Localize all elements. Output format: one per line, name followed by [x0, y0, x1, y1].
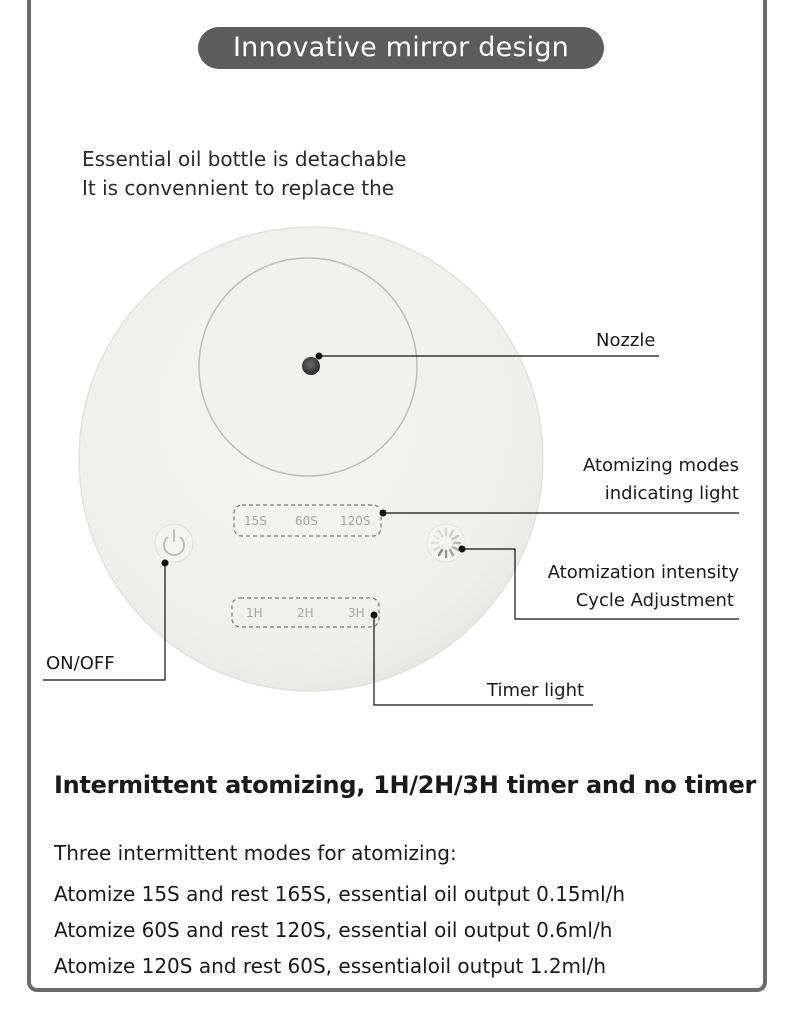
intensity-callout-line	[462, 548, 739, 620]
description-mode-1: Atomize 15S and rest 165S, essential oil…	[54, 882, 626, 906]
onoff-callout-line	[43, 563, 166, 681]
mode-indicator-15s: 15S	[244, 514, 267, 528]
power-button-icon[interactable]	[154, 523, 194, 563]
intensity-cycle-icon[interactable]	[426, 523, 466, 563]
nozzle-label: Nozzle	[596, 330, 656, 351]
timer-indicator-box	[231, 597, 380, 628]
nozzle-icon	[302, 357, 320, 375]
intensity-label-line-1: Atomization intensity	[547, 562, 739, 583]
timer-indicator-2h: 2H	[297, 606, 314, 620]
mode-indicator-120s: 120S	[340, 514, 371, 528]
timer-indicator-1h: 1H	[246, 606, 263, 620]
device-illustration: 15S 60S 120S 1H 2H 3H	[43, 226, 739, 706]
intro-line-2: It is convennient to replace the	[82, 176, 395, 200]
modes-label-line-2: indicating light	[604, 483, 739, 504]
timer-callout-line	[373, 615, 593, 706]
nozzle-callout-dot	[315, 352, 323, 360]
mode-indicator-60s: 60S	[295, 514, 318, 528]
onoff-callout-dot	[161, 559, 169, 567]
content-frame	[27, 0, 767, 992]
description-lead: Three intermittent modes for atomizing:	[54, 841, 457, 865]
modes-callout-dot	[379, 509, 387, 517]
description-mode-3: Atomize 120S and rest 60S, essentialoil …	[54, 954, 607, 978]
description-mode-2: Atomize 60S and rest 120S, essential oil…	[54, 918, 613, 942]
mode-indicator-box	[233, 504, 382, 537]
intro-text: Essential oil bottle is detachable It is…	[82, 145, 406, 203]
modes-label-line-1: Atomizing modes	[582, 455, 739, 476]
intensity-label-line-2: Cycle Adjustment	[575, 590, 734, 611]
onoff-label: ON/OFF	[46, 653, 115, 674]
timer-indicator-3h: 3H	[348, 606, 365, 620]
section-heading: Intermittent atomizing, 1H/2H/3H timer a…	[54, 771, 756, 799]
intro-line-1: Essential oil bottle is detachable	[82, 147, 407, 171]
timer-label: Timer light	[487, 680, 585, 701]
intensity-callout-dot	[458, 545, 466, 553]
page-title: Innovative mirror design	[198, 27, 604, 69]
timer-callout-dot	[370, 611, 378, 619]
